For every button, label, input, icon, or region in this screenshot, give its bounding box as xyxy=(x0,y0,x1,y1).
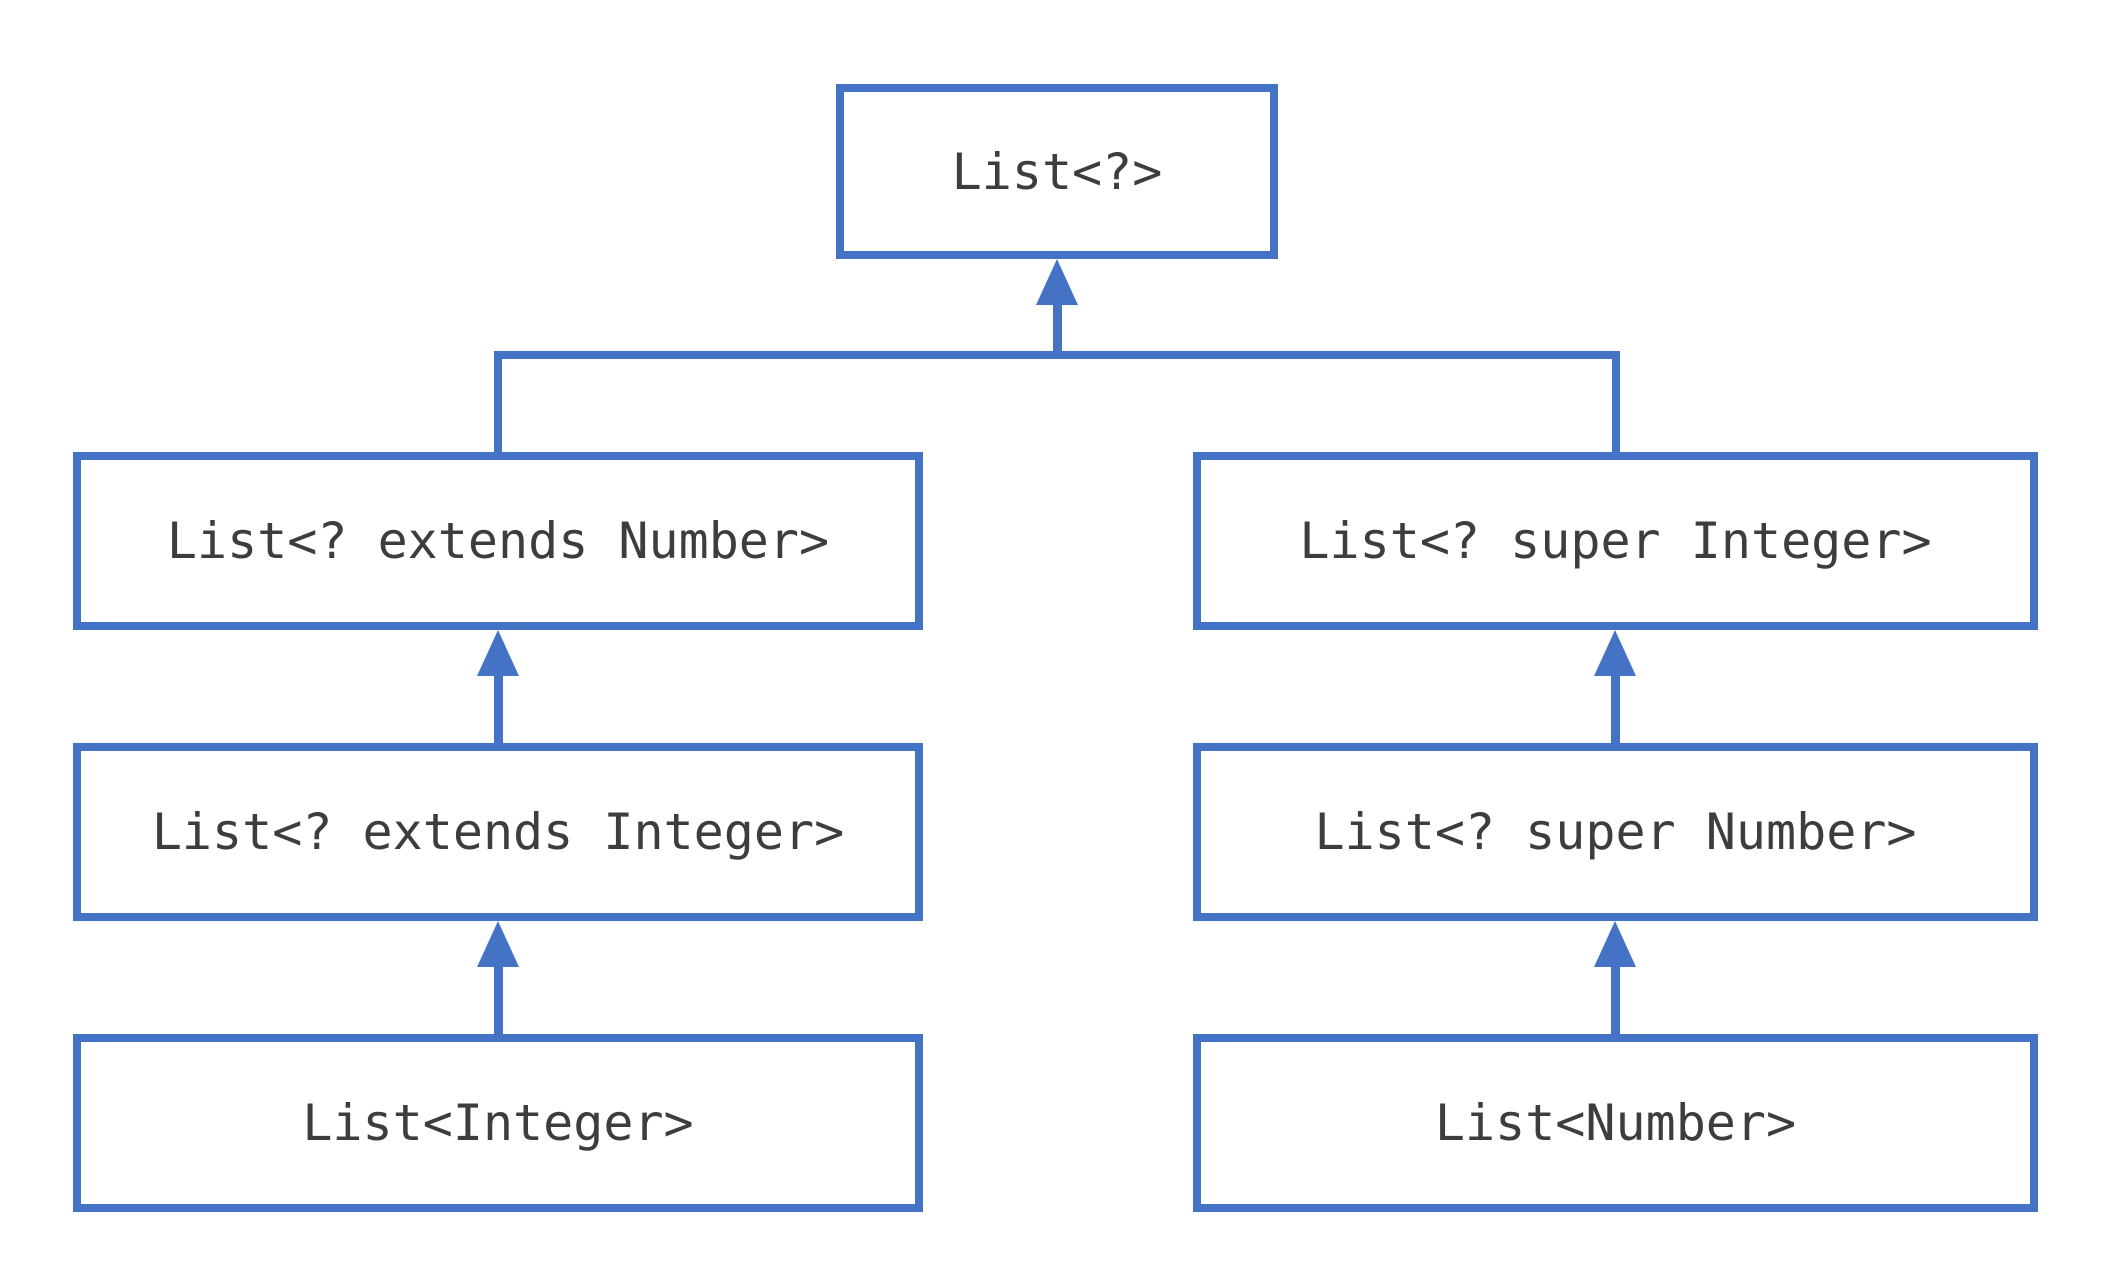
node-list-number: List<Number> xyxy=(1193,1034,2038,1212)
node-list-integer: List<Integer> xyxy=(73,1034,923,1212)
connector-root-arrow-stem xyxy=(1053,297,1062,359)
connector-left-stem-1 xyxy=(494,668,503,743)
connector-trunk-left-drop xyxy=(494,351,502,452)
connector-trunk-right-drop xyxy=(1612,351,1620,452)
node-label: List<?> xyxy=(951,142,1163,201)
node-label: List<Integer> xyxy=(302,1094,694,1152)
node-label: List<? super Number> xyxy=(1314,803,1917,861)
node-list-extends-number: List<? extends Number> xyxy=(73,452,923,630)
node-list-super-integer: List<? super Integer> xyxy=(1193,452,2038,630)
node-list-wildcard: List<?> xyxy=(836,84,1278,259)
connector-trunk-horizontal xyxy=(494,351,1620,359)
node-label: List<Number> xyxy=(1434,1094,1797,1152)
node-list-super-number: List<? super Number> xyxy=(1193,743,2038,921)
node-label: List<? super Integer> xyxy=(1299,512,1932,570)
connector-right-stem-1 xyxy=(1611,668,1620,743)
connector-right-stem-2 xyxy=(1611,959,1620,1034)
node-label: List<? extends Integer> xyxy=(151,803,845,861)
node-label: List<? extends Number> xyxy=(166,512,830,570)
connector-left-stem-2 xyxy=(494,959,503,1034)
node-list-extends-integer: List<? extends Integer> xyxy=(73,743,923,921)
